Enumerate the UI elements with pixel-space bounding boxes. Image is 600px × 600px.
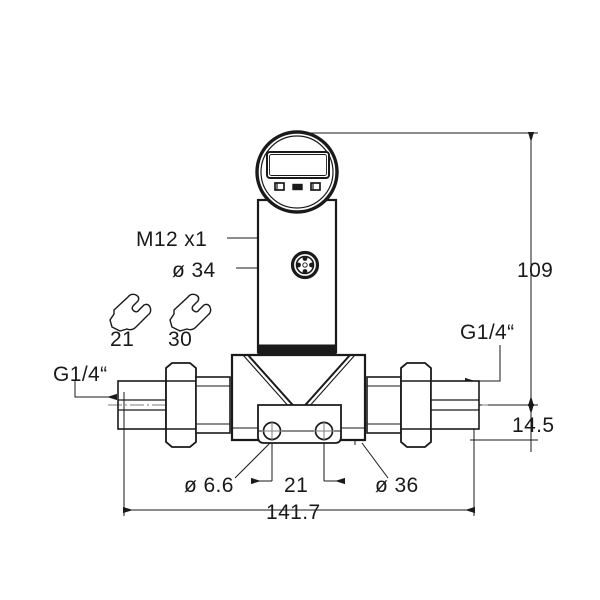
central-body: [230, 353, 367, 444]
connector-pins: [296, 256, 314, 274]
label-height-109: 109: [517, 259, 553, 282]
leader-g14-left: [74, 381, 117, 401]
label-hole-diameter: ø 6.6: [184, 474, 234, 497]
label-g14-right: G1/4“: [460, 321, 515, 344]
connector-pin-bottom: [302, 269, 308, 274]
left-cylinder: [195, 376, 231, 434]
connector-pin-right: [309, 262, 314, 268]
label-housing-diameter: ø 34: [172, 259, 216, 282]
right-hex-nut: [400, 362, 432, 448]
display-head: [255, 130, 339, 214]
button-right[interactable]: [310, 182, 321, 191]
label-g14-left: G1/4“: [53, 363, 108, 386]
lcd-display-inner: [269, 154, 327, 176]
button-left[interactable]: [274, 182, 285, 191]
connector-pin-left: [296, 262, 301, 268]
label-wrench-30: 30: [168, 328, 192, 351]
label-hole-spacing: 21: [284, 474, 308, 497]
right-cylinder: [366, 376, 402, 434]
right-fitting: [366, 362, 480, 448]
wrench-icon-30: [169, 293, 212, 332]
label-hex-diameter: ø 36: [375, 474, 419, 497]
label-offset-14-5: 14.5: [512, 414, 554, 437]
label-overall-length: 141.7: [266, 501, 321, 524]
m12-connector: [290, 250, 320, 280]
neck-base-band: [257, 344, 337, 355]
dimension-labels: M12 x1 ø 34 21 30 G1/4“ G1/4“ 109 14.5 ø…: [53, 228, 554, 524]
wrench-icons: [109, 293, 212, 332]
leader-hex-dia: [361, 442, 389, 479]
leader-hole-dia: [234, 442, 271, 479]
right-pipe-end: [430, 380, 480, 430]
left-hex-nut: [165, 362, 197, 448]
label-wrench-21: 21: [110, 328, 134, 351]
wrench-icon-21: [109, 293, 152, 332]
button-middle[interactable]: [292, 183, 303, 191]
connector-pin-top: [302, 256, 308, 261]
label-m12-thread: M12 x1: [136, 228, 207, 251]
sensor-neck: [256, 198, 338, 355]
connector-center: [302, 262, 308, 268]
left-fitting: [117, 362, 231, 448]
leader-g14-right: [465, 345, 501, 385]
dimension-lines: [74, 132, 538, 516]
